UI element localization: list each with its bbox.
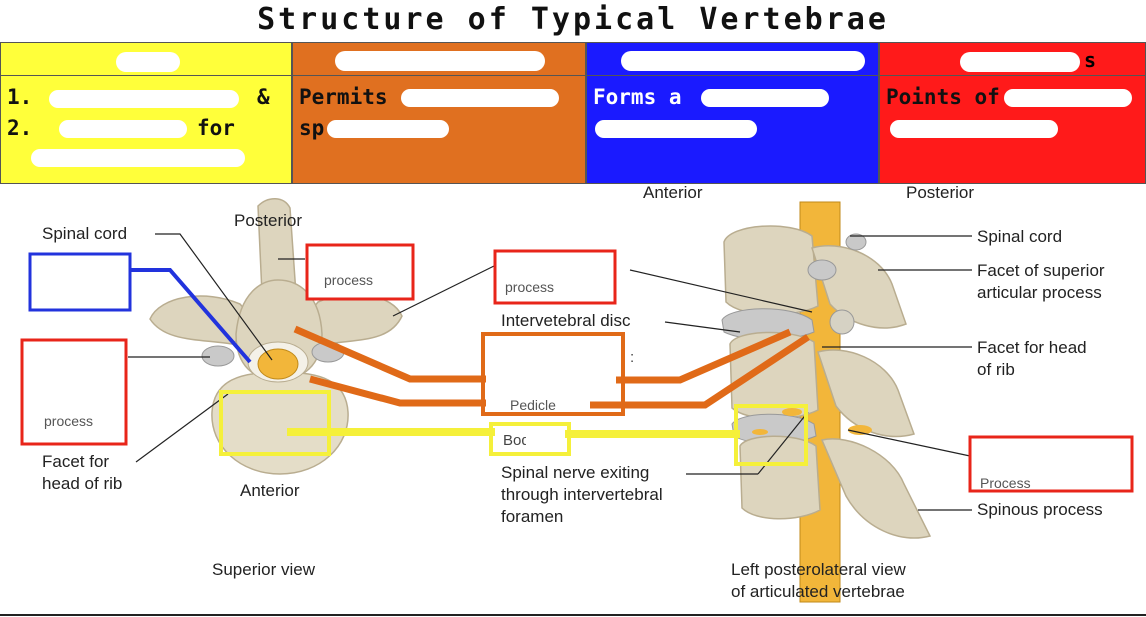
column-header: [1, 43, 291, 76]
redaction-blot: [1004, 89, 1132, 107]
label-facet-superior-1: Facet of superior: [977, 261, 1105, 280]
table-column-body: 1. & 2. for: [0, 42, 292, 184]
redaction-blot: [116, 52, 180, 72]
column-body: Points of: [880, 76, 1145, 144]
label-intervertebral-disc: Intervetebral disc: [501, 311, 631, 330]
redaction-blot: [960, 52, 1080, 72]
redaction-blot: [335, 51, 545, 71]
redaction-blot: [701, 89, 829, 107]
column-header: s: [880, 43, 1145, 76]
text-line: [593, 113, 878, 144]
vertebra-parts-table: 1. & 2. for Permits sp Forms a s Points of: [0, 42, 1146, 184]
text-line: Forms a: [593, 82, 878, 113]
label-facet-rib-left-1: Facet for: [42, 452, 109, 471]
text-line: [886, 113, 1145, 144]
line-tail: &: [257, 85, 270, 109]
label-spinal-nerve-1: Spinal nerve exiting: [501, 463, 649, 482]
line-text: Permits: [299, 85, 388, 109]
redaction-blot: [31, 149, 245, 167]
column-body: Forms a: [587, 76, 878, 144]
vertebrae-diagram: Posterior Anterior Anterior Posterior Sp…: [20, 184, 1134, 603]
line-text: Points of: [886, 85, 1000, 109]
column-header: [587, 43, 878, 76]
label-facet-rib-right-1: Facet for head: [977, 338, 1087, 357]
label-anterior-left: Anterior: [240, 481, 300, 500]
label-lateral-view-1: Left posterolateral view: [731, 560, 907, 579]
page-title: Structure of Typical Vertebrae: [257, 2, 889, 37]
label-partial-process-1: process: [324, 272, 373, 288]
redaction-blot: [890, 120, 1058, 138]
label-facet-rib-right-2: of rib: [977, 360, 1015, 379]
text-line: Points of: [886, 82, 1145, 113]
label-anterior-top: Anterior: [643, 184, 703, 202]
column-body: Permits sp: [293, 76, 585, 144]
line-text: Forms a: [593, 85, 682, 109]
lateral-view-vertebrae: [721, 201, 932, 603]
label-spinal-nerve-3: foramen: [501, 507, 563, 526]
redaction-patches: [36, 250, 1126, 464]
yellow-annotation: [219, 390, 808, 466]
bottom-divider: [0, 614, 1146, 616]
text-line: 1. &: [7, 82, 291, 113]
label-superior-view: Superior view: [212, 560, 316, 579]
label-partial-process-right: Process: [980, 475, 1031, 491]
redaction-blot: [327, 120, 449, 138]
label-spinal-cord-right: Spinal cord: [977, 227, 1062, 246]
redaction-blot: [621, 51, 865, 71]
label-spinal-cord-left: Spinal cord: [42, 224, 127, 243]
superior-view-vertebra: [149, 198, 403, 475]
text-line: [7, 144, 291, 175]
text-line: sp: [299, 113, 585, 144]
label-facet-superior-2: articular process: [977, 283, 1102, 302]
header-suffix: s: [1084, 48, 1097, 72]
label-facet-rib-left-2: head of rib: [42, 474, 122, 493]
column-header: [293, 43, 585, 76]
label-partial-pedicle: Pedicle: [510, 397, 556, 413]
text-line: Permits: [299, 82, 585, 113]
table-column-processes: s Points of: [879, 42, 1146, 184]
text-line: 2. for: [7, 113, 291, 144]
column-body: 1. & 2. for: [1, 76, 291, 175]
label-spinal-nerve-2: through intervertebral: [501, 485, 663, 504]
redaction-blot: [401, 89, 559, 107]
line-number: 2.: [7, 116, 33, 140]
label-spinous-process: Spinous process: [977, 500, 1103, 519]
table-column-foramen: Forms a: [586, 42, 879, 184]
table-column-arch: Permits sp: [292, 42, 586, 184]
label-posterior-top: Posterior: [906, 184, 974, 202]
line-tail: for: [197, 116, 235, 140]
label-partial-process-2: process: [505, 279, 554, 295]
line-number: 1.: [7, 85, 33, 109]
line-text: sp: [299, 116, 325, 140]
label-partial-colon: :: [630, 349, 634, 366]
redaction-blot: [595, 120, 757, 138]
label-partial-process-3: process: [44, 413, 93, 429]
label-lateral-view-2: of articulated vertebrae: [731, 582, 905, 601]
redaction-blot: [49, 90, 239, 108]
label-posterior-left: Posterior: [234, 211, 302, 230]
redaction-blot: [59, 120, 187, 138]
